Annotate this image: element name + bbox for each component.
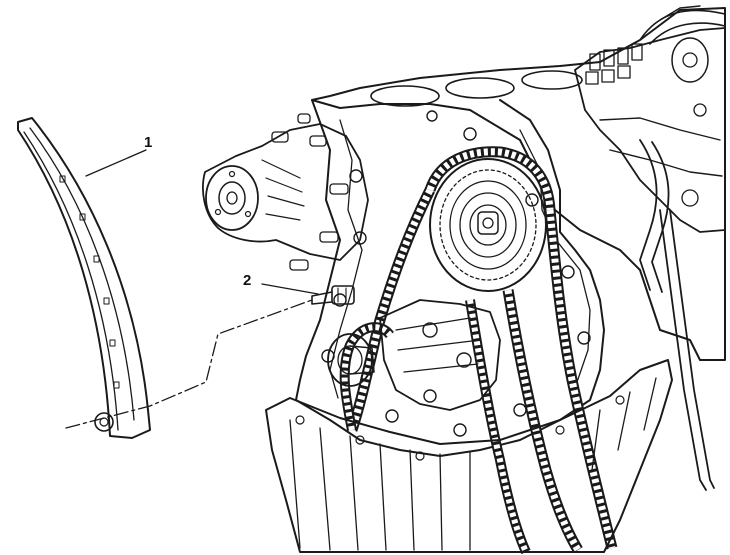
assembly-centerline bbox=[65, 299, 313, 429]
fuel-fittings bbox=[585, 43, 643, 85]
guide-rail-tabs bbox=[59, 175, 120, 389]
callout-2-leader bbox=[261, 283, 319, 295]
guide-rail-bolt bbox=[311, 285, 355, 305]
timing-chain bbox=[339, 146, 618, 555]
camshaft-sprocket bbox=[429, 158, 547, 292]
injection-pump-assembly bbox=[574, 5, 726, 491]
oil-pan-ribs bbox=[289, 377, 657, 551]
water-pump-studs bbox=[271, 113, 349, 271]
chain-tensioner-housing bbox=[327, 299, 501, 411]
water-pump bbox=[202, 113, 369, 271]
callout-1-label: 1 bbox=[144, 134, 152, 151]
callout-2-label: 2 bbox=[243, 272, 251, 289]
callout-1-leader bbox=[85, 149, 147, 177]
chain-guide-rail bbox=[17, 117, 151, 439]
oil-pan bbox=[265, 359, 673, 553]
